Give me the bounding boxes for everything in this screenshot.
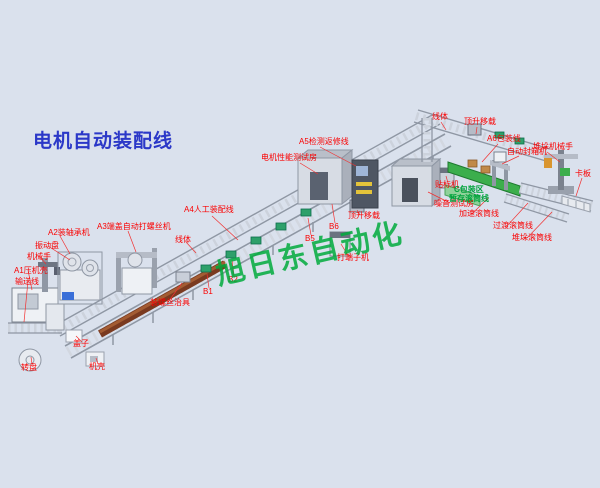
label-line-body-top: 线体	[432, 112, 448, 121]
robot-hand-unit	[38, 258, 65, 331]
a5-test-cabinet	[351, 159, 379, 209]
label-carton-sealer: 自动封箱机	[507, 147, 547, 156]
conveyor-top-right	[413, 109, 551, 162]
label-b1: B1	[203, 287, 213, 296]
a6-packing-belt	[444, 151, 521, 207]
carton-sealer-gantry	[490, 151, 510, 190]
label-a1-press-machine: A1压机壳	[14, 266, 48, 275]
label-line-body-mid: 线体	[175, 235, 191, 244]
label-buffer-roller-line: 暂存滚筒线	[449, 194, 489, 203]
label-b6: B6	[329, 222, 339, 231]
cover-part	[65, 329, 83, 343]
a3-screw-station	[116, 248, 157, 295]
label-robot-hand: 机械手	[27, 252, 51, 261]
label-b5: B5	[305, 234, 315, 243]
stacking-robot-unit	[544, 150, 578, 194]
label-terminal-machine: 打端子机	[337, 253, 369, 262]
label-packing-zone: C包装区	[454, 185, 484, 194]
brown-belt-section	[98, 260, 227, 338]
a2-bearing-station	[57, 251, 103, 305]
label-vibration-bowl: 振动盘	[35, 241, 59, 250]
label-a3-screw-machine: A3端盖自动打螺丝机	[97, 222, 171, 231]
label-motor-test-room: 电机性能测试房	[261, 153, 317, 162]
label-a6-packing-line: A6包装线	[487, 134, 521, 143]
label-turntable: 转盘	[21, 363, 37, 372]
screw-fixture-block	[175, 271, 191, 283]
label-a2-bearing-machine: A2装轴承机	[48, 228, 90, 237]
label-stacking-roller-line: 堆垛滚筒线	[512, 233, 552, 242]
noise-test-room-box	[390, 157, 442, 208]
turntable-disc	[18, 348, 42, 372]
label-accel-roller-line: 加速滚筒线	[459, 209, 499, 218]
pallet-board-unit	[561, 195, 591, 213]
label-stacking-robot: 堆垛机械手	[533, 142, 573, 151]
label-lift-transfer-top: 顶升移载	[464, 117, 496, 126]
label-conveyor-line: 输送线	[15, 277, 39, 286]
label-transition-roller-line: 过渡滚筒线	[493, 221, 533, 230]
label-labeling-machine: 贴标机	[435, 180, 459, 189]
label-cover: 盖子	[73, 339, 89, 348]
a1-press-station	[8, 287, 105, 372]
motor-test-room-box	[296, 148, 354, 206]
label-b2: B2	[228, 275, 238, 284]
label-lift-transfer-mid: 顶升移载	[348, 211, 380, 220]
label-screw-fixture: 装螺丝治具	[150, 298, 190, 307]
lift-transfer-top-unit	[467, 123, 482, 136]
leader-lines	[23, 121, 583, 365]
label-housing: 机壳	[89, 362, 105, 371]
label-a4-manual-line: A4人工装配线	[184, 205, 234, 214]
label-noise-test-room: 噪音测试房	[434, 199, 474, 208]
label-pallet-board: 卡板	[575, 169, 591, 178]
diagram-title: 电机自动装配线	[33, 131, 174, 152]
label-a5-line: A5检测返修线	[299, 137, 349, 146]
